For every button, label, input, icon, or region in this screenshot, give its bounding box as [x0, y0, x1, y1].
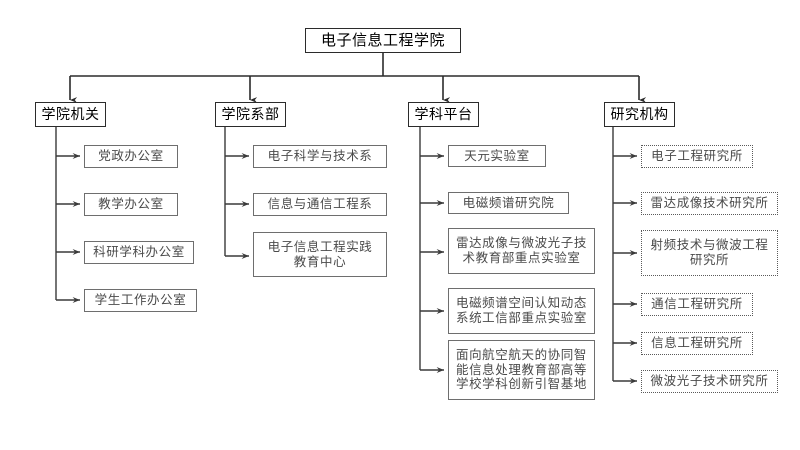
- leaf-electronic-science-technology-dept[interactable]: 电子科学与技术系: [253, 145, 387, 168]
- leaf-rf-microwave-engineering-institute[interactable]: 射频技术与微波工程 研究所: [641, 230, 778, 276]
- leaf-aerospace-collaborative-intelligence-base[interactable]: 面向航空航天的协同智 能信息处理教育部高等 学校学科创新引智基地: [448, 340, 595, 400]
- category-header-discipline-platform[interactable]: 学科平台: [408, 102, 479, 127]
- leaf-information-communication-eng-dept[interactable]: 信息与通信工程系: [253, 193, 387, 216]
- category-header-departments[interactable]: 学院系部: [215, 102, 286, 127]
- leaf-tianyuan-laboratory[interactable]: 天元实验室: [448, 145, 546, 167]
- leaf-information-engineering-institute[interactable]: 信息工程研究所: [641, 332, 753, 355]
- leaf-electronic-engineering-institute[interactable]: 电子工程研究所: [641, 145, 753, 168]
- category-header-administration[interactable]: 学院机关: [35, 102, 106, 127]
- leaf-spectrum-cognition-dynamic-system-lab[interactable]: 电磁频谱空间认知动态 系统工信部重点实验室: [448, 288, 595, 334]
- leaf-party-government-office[interactable]: 党政办公室: [84, 145, 178, 168]
- leaf-radar-imaging-microwave-photonics-lab[interactable]: 雷达成像与微波光子技 术教育部重点实验室: [448, 228, 595, 274]
- leaf-microwave-photonics-institute[interactable]: 微波光子技术研究所: [641, 370, 778, 393]
- root-node[interactable]: 电子信息工程学院: [305, 28, 461, 53]
- leaf-electromagnetic-spectrum-institute[interactable]: 电磁频谱研究院: [448, 192, 569, 214]
- category-header-research-institutions[interactable]: 研究机构: [604, 102, 675, 127]
- leaf-student-affairs-office[interactable]: 学生工作办公室: [84, 289, 197, 312]
- leaf-communication-engineering-institute[interactable]: 通信工程研究所: [641, 293, 753, 316]
- leaf-radar-imaging-technology-institute[interactable]: 雷达成像技术研究所: [641, 192, 778, 215]
- leaf-research-discipline-office[interactable]: 科研学科办公室: [84, 241, 194, 264]
- leaf-teaching-office[interactable]: 教学办公室: [84, 193, 178, 216]
- leaf-electronic-info-eng-practice-center[interactable]: 电子信息工程实践 教育中心: [253, 232, 387, 277]
